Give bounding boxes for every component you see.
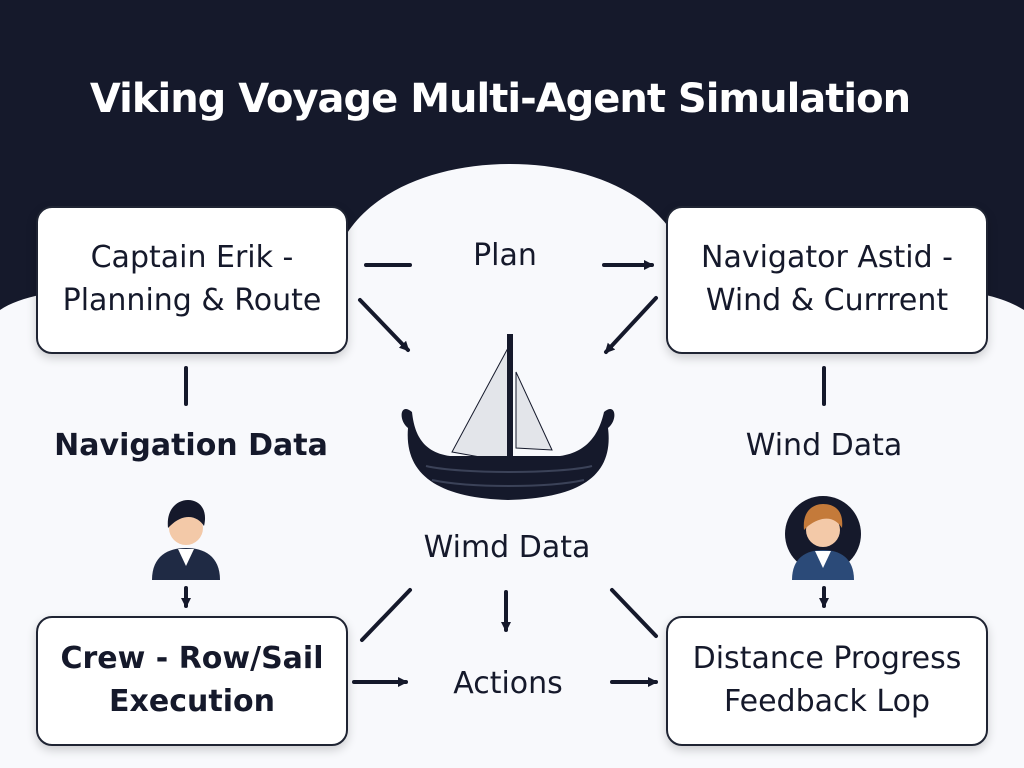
connector-wind-to-feedback	[610, 588, 658, 638]
feedback-line-2: Feedback Lop	[724, 684, 930, 719]
edge-label-plan: Plan	[473, 238, 537, 273]
diagram-title: Viking Voyage Multi-Agent Simulation	[89, 76, 911, 122]
captain-role: Captain Erik -	[90, 240, 294, 276]
crew-role: Crew - Row/Sail	[60, 641, 324, 677]
node-navigator: Navigator Astid - Wind & Currrent	[666, 206, 988, 354]
edge-label-actions: Actions	[453, 666, 563, 701]
crew-task: Execution	[109, 684, 275, 719]
crew-person-icon	[152, 500, 220, 580]
connector-wind-to-crew	[360, 588, 412, 642]
arrow-navigator-ship	[604, 296, 658, 354]
navigator-role: Navigator Astid -	[701, 240, 953, 276]
arrow-captain-ship	[358, 298, 410, 352]
node-captain: Captain Erik - Planning & Route	[36, 206, 348, 354]
edge-label-navigation-data: Navigation Data	[54, 428, 328, 463]
viking-longship-icon	[401, 334, 615, 500]
node-crew: Crew - Row/Sail Execution	[36, 616, 348, 746]
feedback-line-1: Distance Progress	[692, 641, 962, 677]
captain-task: Planning & Route	[62, 283, 322, 318]
edge-label-wind-data-right: Wind Data	[745, 428, 903, 463]
node-feedback: Distance Progress Feedback Lop	[666, 616, 988, 746]
navigator-task: Wind & Currrent	[705, 283, 949, 318]
edge-label-wind-data-center: Wimd Data	[423, 530, 591, 565]
navigator-person-icon	[785, 496, 861, 580]
